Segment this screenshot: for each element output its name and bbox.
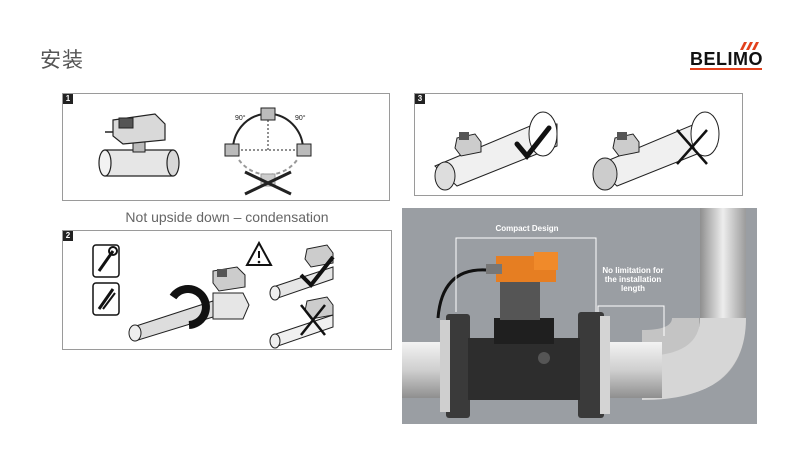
pipe-mount-illustration [434,111,720,191]
panel-flange-check: 3 [414,93,743,196]
belimo-logo: BELIMO [686,41,766,71]
step-number: 3 [415,94,425,104]
compact-design-label: Compact Design [495,224,559,233]
valve-actuator-illustration: 90° 90° [98,107,312,196]
angle-label-left: 90° [235,114,246,122]
page-title: 安装 [40,49,84,72]
installation-length-label: No limitation for the installation lengt… [602,266,664,293]
cross-icon [300,304,326,336]
checkmark-icon [514,125,552,160]
condensation-caption: Not upside down – condensation [125,209,329,225]
angle-label-right: 90° [295,114,306,122]
logo-text: BELIMO [690,49,763,69]
wrench-icon [92,244,120,278]
tools-illustration [92,240,335,349]
step-number: 1 [63,94,73,104]
step-number: 2 [63,231,73,241]
checkmark-icon [299,255,335,289]
cross-icon [676,129,708,165]
logo-mark-icon [740,42,759,50]
product-photo: Compact Design No limitation for the ins… [402,208,757,424]
panel-orientation: 1 90° 90° [62,93,390,201]
logo-underline [690,68,762,70]
panel-tools-mounting: 2 [62,230,392,350]
warning-icon [245,240,273,266]
pliers-icon [92,282,120,316]
